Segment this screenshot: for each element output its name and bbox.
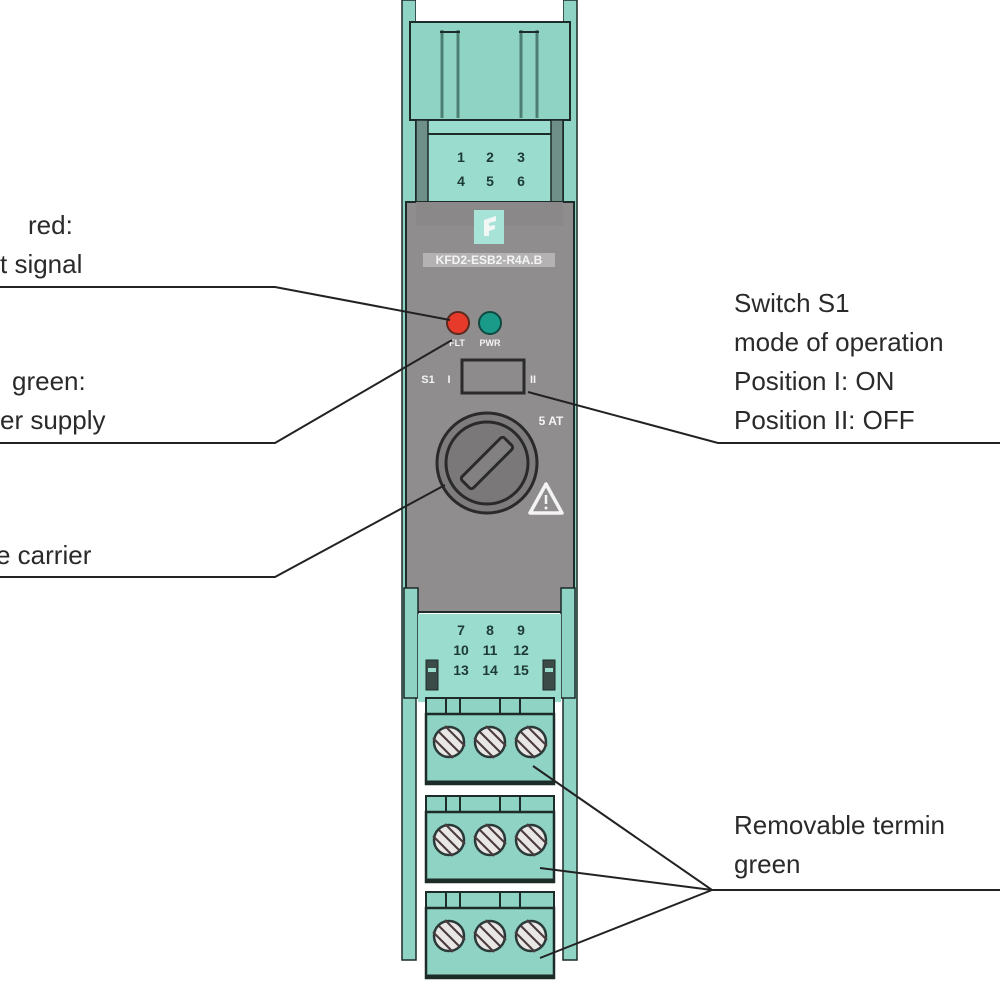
power-led-callout-line1: green: xyxy=(12,366,86,396)
terminal-block[interactable] xyxy=(424,795,556,884)
terminal-number: 8 xyxy=(486,622,494,638)
bottom-terminal-numbers: 7 8 9 10 11 12 13 14 15 xyxy=(453,622,529,678)
switch-position-ii-label: II xyxy=(530,374,536,386)
leader-line-fuse xyxy=(0,484,446,578)
fault-led-callout-line1: red: xyxy=(28,210,73,240)
terminals-callout: Removable termin green xyxy=(734,806,945,884)
fuse-carrier[interactable] xyxy=(435,411,539,515)
terminal-block[interactable] xyxy=(424,891,556,980)
warning-triangle-icon xyxy=(528,482,564,515)
terminal-number: 3 xyxy=(517,149,525,165)
terminal-screw-icon[interactable] xyxy=(473,919,507,953)
terminal-screw-icon[interactable] xyxy=(432,919,466,953)
lower-housing xyxy=(403,587,576,702)
front-panel: KFD2-ESB2-R4A.B FLT PWR S1 I II 5 AT xyxy=(405,201,575,613)
fault-led-label: FLT xyxy=(449,338,465,348)
fault-led-callout: red: t signal xyxy=(0,206,82,284)
fault-led xyxy=(446,311,470,335)
terminal-screw-icon[interactable] xyxy=(514,919,548,953)
terminal-block[interactable] xyxy=(424,697,556,786)
power-led-callout-line2: er supply xyxy=(0,405,106,435)
terminal-screw-icon[interactable] xyxy=(473,725,507,759)
terminal-number: 1 xyxy=(457,149,465,165)
leader-line-terminal-1 xyxy=(532,765,713,891)
terminal-screw-icon[interactable] xyxy=(514,725,548,759)
power-led-label: PWR xyxy=(480,338,501,348)
terminal-screw-icon[interactable] xyxy=(432,823,466,857)
power-led xyxy=(478,311,502,335)
switch-callout-line2: mode of operation xyxy=(734,327,944,357)
terminal-number: 13 xyxy=(453,662,469,678)
terminal-number: 2 xyxy=(486,149,494,165)
model-number: KFD2-ESB2-R4A.B xyxy=(436,253,543,267)
switch-s1[interactable] xyxy=(460,358,526,395)
power-led-callout: green: er supply xyxy=(0,362,106,440)
terminals-callout-line2: green xyxy=(734,849,801,879)
switch-label: S1 xyxy=(421,374,434,386)
terminal-number: 5 xyxy=(486,173,494,189)
terminal-number: 9 xyxy=(517,622,525,638)
fuse-callout: e carrier xyxy=(0,536,91,575)
terminal-number: 4 xyxy=(457,173,465,189)
terminal-blocks xyxy=(424,697,556,980)
terminal-number: 14 xyxy=(482,662,498,678)
fuse-callout-line1: e carrier xyxy=(0,540,92,570)
fuse-slot-icon xyxy=(459,435,515,491)
leader-line-switch xyxy=(527,391,1000,444)
leader-line-fault-led xyxy=(0,286,451,321)
bottom-terminal-label-area xyxy=(418,614,561,702)
switch-callout: Switch S1 mode of operation Position I: … xyxy=(734,284,944,440)
leader-lines xyxy=(0,286,1000,959)
terminal-number: 15 xyxy=(513,662,529,678)
fuse-rating: 5 AT xyxy=(539,414,564,428)
terminal-number: 11 xyxy=(483,642,498,658)
leader-line-power-led xyxy=(0,339,453,444)
terminal-screw-icon[interactable] xyxy=(473,823,507,857)
terminal-number: 7 xyxy=(457,622,465,638)
switch-callout-line3: Position I: ON xyxy=(734,366,895,396)
terminals-callout-line1: Removable termin xyxy=(734,810,945,840)
front-panel-face xyxy=(405,201,575,613)
terminal-screw-icon[interactable] xyxy=(514,823,548,857)
terminal-number: 12 xyxy=(513,642,529,658)
terminal-number: 10 xyxy=(453,642,469,658)
brand-logo-icon xyxy=(474,210,504,244)
terminal-screw-icon[interactable] xyxy=(432,725,466,759)
top-terminal-numbers: 1 2 3 4 5 6 xyxy=(457,149,525,189)
leader-line-terminal-3 xyxy=(539,889,713,959)
leader-line-terminal-2 xyxy=(539,867,713,891)
switch-position-i-label: I xyxy=(447,374,450,386)
switch-callout-line4: Position II: OFF xyxy=(734,405,915,435)
switch-callout-line1: Switch S1 xyxy=(734,288,850,318)
fault-led-callout-line2: t signal xyxy=(0,249,83,279)
terminal-number: 6 xyxy=(517,173,525,189)
top-housing xyxy=(409,21,571,121)
